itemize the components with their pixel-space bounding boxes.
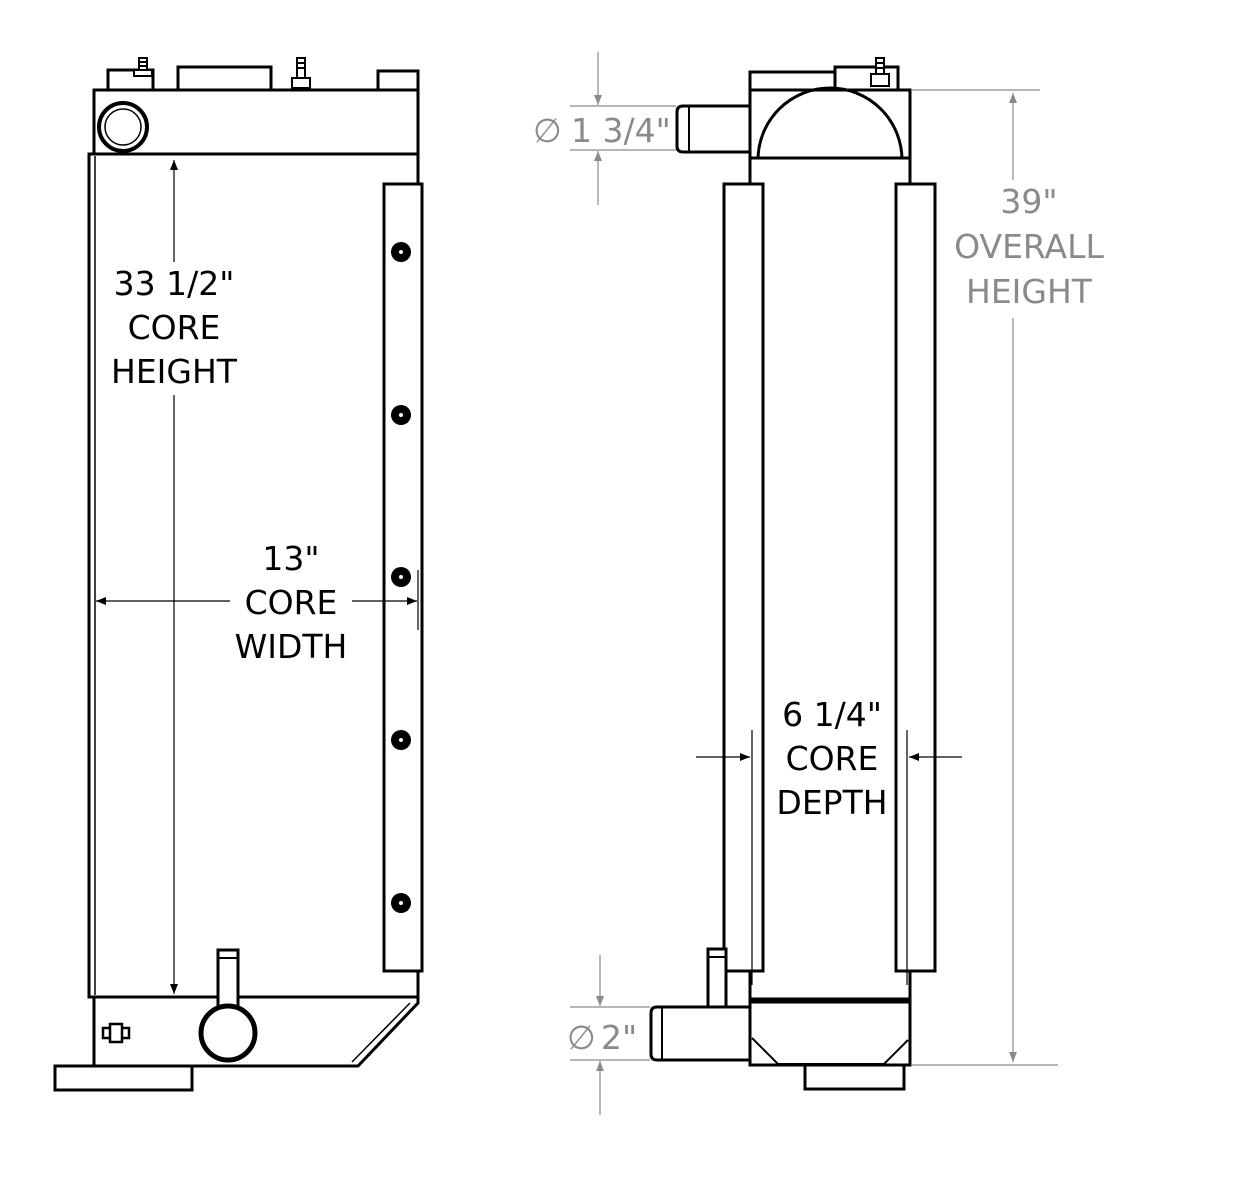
outlet-diameter-dimension: ∅ 2" — [567, 955, 650, 1115]
side-bottom-foot — [803, 1063, 906, 1091]
core-height-label-line1: CORE — [128, 308, 221, 347]
side-top-tank — [748, 88, 912, 162]
mounting-hole-center — [399, 413, 403, 417]
core-width-dimension: 13" CORE WIDTH — [96, 539, 419, 666]
side-top-bolt — [870, 57, 890, 87]
outlet-diameter-symbol: ∅ — [567, 1018, 596, 1057]
outlet-diameter-value: 2" — [601, 1018, 637, 1057]
core-depth-label-line2: DEPTH — [776, 783, 887, 822]
core-width-label-line1: CORE — [245, 583, 338, 622]
core-height-label-line2: HEIGHT — [111, 352, 238, 391]
core-depth-dimension: 6 1/4" CORE DEPTH — [696, 695, 962, 985]
core-depth-value: 6 1/4" — [782, 695, 882, 734]
side-fill-neck — [706, 947, 728, 1012]
top-tank-bracket-right — [376, 69, 420, 92]
outlet-pipe-front — [198, 948, 258, 1063]
side-bottom-tank — [748, 997, 912, 1067]
side-view: 6 1/4" CORE DEPTH 39" OVERALL HEIGHT ∅ 1… — [533, 52, 1104, 1115]
inlet-diameter-symbol: ∅ — [533, 111, 562, 150]
inlet-diameter-dimension: ∅ 1 3/4" — [533, 52, 676, 205]
core-height-value: 33 1/2" — [114, 264, 235, 303]
top-tank — [92, 88, 420, 156]
overall-height-label-line1: OVERALL — [954, 227, 1104, 266]
mounting-hole-center — [399, 575, 403, 579]
inlet-diameter-value: 1 3/4" — [571, 111, 671, 150]
top-bolt-left — [133, 57, 153, 77]
core-side — [748, 156, 912, 1001]
core-height-dimension: 33 1/2" CORE HEIGHT — [111, 160, 238, 994]
side-top-bracket — [833, 65, 900, 94]
front-view: 33 1/2" CORE HEIGHT 13" CORE WIDTH — [53, 57, 424, 1092]
side-bracket-left — [722, 182, 765, 973]
side-bracket-right — [894, 182, 937, 973]
bottom-tank-chamfer — [351, 1002, 411, 1063]
mounting-hole-center — [399, 901, 403, 905]
drain-plug — [101, 1022, 131, 1044]
inlet-port-front — [97, 101, 149, 153]
inlet-pipe-side — [675, 104, 752, 154]
core-width-value: 13" — [262, 539, 319, 578]
top-bolt-right — [291, 57, 311, 89]
core-depth-label-line1: CORE — [786, 739, 879, 778]
mounting-hole-center — [399, 250, 403, 254]
mounting-hole-center — [399, 738, 403, 742]
bracket-holes — [391, 242, 411, 913]
top-tank-plate — [176, 65, 273, 92]
overall-height-label-line2: HEIGHT — [966, 272, 1093, 311]
overall-height-dimension: 39" OVERALL HEIGHT — [912, 89, 1104, 1066]
overall-height-value: 39" — [1000, 182, 1057, 221]
bottom-foot — [53, 1064, 194, 1092]
outlet-pipe-side — [649, 1005, 754, 1062]
core-width-label-line2: WIDTH — [235, 627, 348, 666]
side-top-tank-dome — [756, 86, 904, 161]
